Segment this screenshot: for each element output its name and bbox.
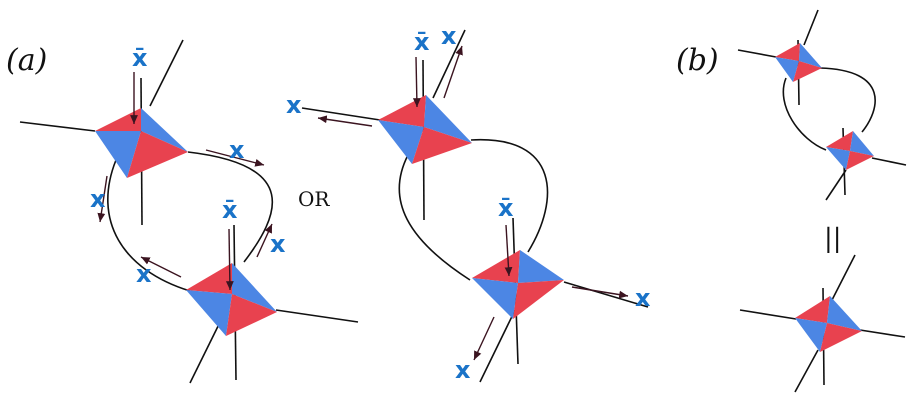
x-label-top-right: x: [441, 22, 457, 50]
or-label: OR: [298, 187, 330, 211]
vertex-merged: [795, 296, 862, 352]
loop-right: [187, 151, 274, 263]
loop-left: [398, 154, 471, 281]
arrow-xbar-top: [412, 56, 421, 108]
x-label-bottom-left: x: [136, 260, 152, 288]
leg-left: [739, 309, 797, 320]
arrow-x-right-top: [205, 149, 265, 167]
diagram-b-top: [737, 9, 907, 201]
diagram-left: x̄ x x x̄ x x: [19, 39, 359, 384]
diagram-b-bottom: [739, 254, 906, 393]
xbar-label-bottom: x̄: [498, 194, 514, 222]
leg-top-right: [831, 254, 856, 301]
equals-label: ||: [824, 224, 842, 254]
leg-bottom-right: [563, 281, 649, 308]
arrow-xbar-bottom: [225, 228, 234, 291]
loop-right: [819, 67, 876, 133]
panel-b-label: (b): [676, 43, 719, 78]
loop-left: [782, 77, 827, 151]
leg-top-right: [432, 29, 466, 99]
leg-left: [301, 107, 381, 121]
leg-bottom-left: [794, 349, 819, 393]
x-label-left: x: [90, 185, 106, 213]
leg-bottom-right: [275, 309, 359, 323]
arrow-x-bottom-left: [140, 256, 182, 278]
xbar-label-bottom: x̄: [222, 196, 238, 224]
x-label-bottom-left: x: [455, 356, 471, 384]
leg-bottom-right: [859, 329, 906, 338]
vertex-bottom: [472, 250, 564, 319]
xbar-label-top: x̄: [132, 44, 148, 72]
x-label-right: x: [635, 284, 651, 312]
vertex-bottom: [186, 263, 277, 336]
leg-bottom-right: [871, 157, 907, 166]
leg-left: [19, 121, 96, 132]
leg-top-right: [149, 39, 184, 107]
vertex-upper: [775, 43, 822, 82]
arrow-x-right-bottom: [256, 223, 273, 258]
leg-bottom-left: [825, 169, 847, 201]
leg-top-right: [803, 9, 819, 46]
arrow-xbar-bottom: [504, 224, 513, 277]
xbar-label-top: x̄: [414, 28, 430, 56]
loop-right: [470, 139, 549, 253]
panel-a-label: (a): [6, 43, 47, 78]
arrow-x-top-right: [443, 45, 463, 99]
arrow-x-right: [571, 286, 629, 299]
x-label-right-bottom: x: [270, 230, 286, 258]
arrow-x-bottom-left: [473, 316, 495, 361]
arrow-x-left: [97, 175, 108, 223]
x-label-left: x: [286, 91, 302, 119]
vertex-lower: [826, 131, 874, 170]
loop-left: [107, 159, 191, 292]
arrow-x-left: [317, 115, 373, 127]
x-label-right-top: x: [229, 136, 245, 164]
leg-left: [737, 49, 777, 58]
diagram-middle: x̄ x x x̄ x x: [286, 22, 651, 384]
vertex-top: [378, 95, 472, 164]
vertex-top: [95, 108, 188, 178]
